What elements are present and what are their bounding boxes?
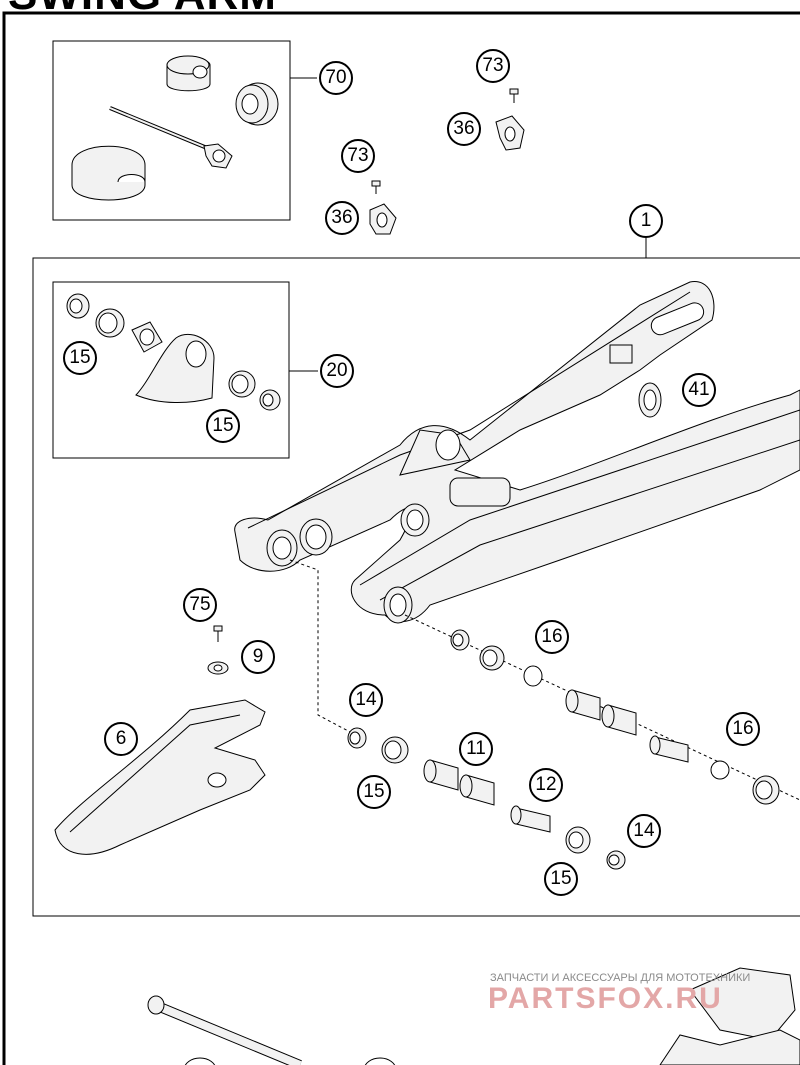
callout-6: 6 [104,722,138,756]
callout-41: 41 [682,373,716,407]
sleeve-part [235,82,279,126]
callout-16-right: 16 [726,712,760,746]
callout-36-upper: 36 [447,112,481,146]
callout-14-left: 14 [349,683,383,717]
callout-16-upper: 16 [535,620,569,654]
callout-11: 11 [459,732,493,766]
kit-70-box [52,40,291,221]
bearing-kit-parts [66,293,281,411]
page-frame [2,11,800,1065]
page-title: SWING ARM [8,0,277,20]
pivot-parts [347,629,780,870]
callout-70: 70 [319,61,353,95]
kit-20-box [52,281,290,459]
chain-guide-parts [54,625,266,855]
bottom-parts [147,967,800,1065]
clip-part-upper [495,88,525,151]
callout-36-lower: 36 [325,201,359,235]
swingarm-body [234,281,800,624]
swingarm-group-frame [32,257,800,917]
callout-73-upper: 73 [476,49,510,83]
callout-73-lower: 73 [341,139,375,173]
callout-9: 9 [241,640,275,674]
callout-75: 75 [183,588,217,622]
callout-15-left: 15 [357,775,391,809]
callout-1: 1 [629,204,663,238]
watermark-caption: ЗАПЧАСТИ И АКСЕССУАРЫ ДЛЯ МОТОТЕХНИКИ [490,972,751,984]
bolt-part [109,106,233,169]
watermark-brand: PARTSFOX.RU [488,982,723,1015]
callout-20: 20 [320,354,354,388]
callout-12: 12 [529,768,563,802]
callout-15-kit-a: 15 [63,341,97,375]
callout-14-right: 14 [627,814,661,848]
bush-part [166,55,211,92]
half-shell-part [71,145,146,201]
callout-15-kit-b: 15 [206,409,240,443]
assembly-axis-lines [289,559,800,801]
callout-15-right: 15 [544,862,578,896]
clip-part-lower [369,180,397,235]
